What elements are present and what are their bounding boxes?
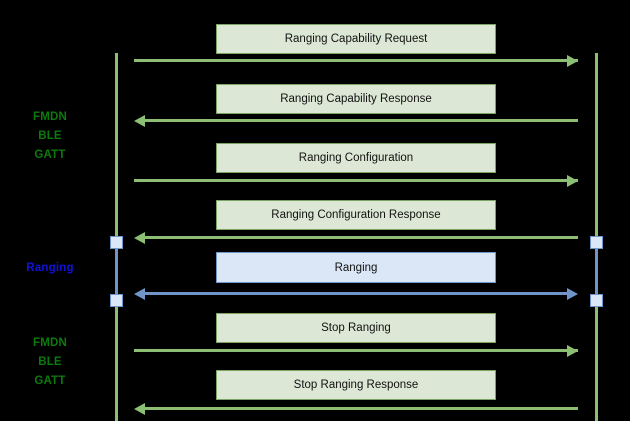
right-lifeline-blue-ranging [595,242,598,306]
activation-marker-right-ranging-end [590,294,603,307]
message-box-ranging-configuration-response: Ranging Configuration Response [216,200,496,230]
message-box-stop-ranging-response: Stop Ranging Response [216,370,496,400]
message-box-ranging-capability-response: Ranging Capability Response [216,84,496,114]
phase-label-fmdn-ble-gatt-top: FMDN BLE GATT [32,111,67,161]
message-label: Ranging Configuration Response [271,209,441,221]
message-arrow-stop-ranging-response [144,407,578,410]
message-arrow-ranging-configuration-response [144,236,578,239]
message-box-ranging-configuration: Ranging Configuration [216,143,496,173]
right-lifeline-green-upper [595,53,598,242]
message-arrow-ranging-capability-request [134,59,578,62]
message-label: Stop Ranging Response [293,379,419,391]
message-arrow-ranging-configuration [134,179,578,182]
activation-marker-left-ranging-start [110,236,123,249]
right-lifeline-green-lower [595,306,598,421]
left-lifeline-green-lower [115,306,118,421]
message-arrow-ranging-bidirectional [144,292,568,295]
message-label: Ranging Capability Response [280,93,432,105]
arrow-head-right-icon [567,174,578,187]
message-box-stop-ranging: Stop Ranging [216,313,496,343]
activation-marker-right-ranging-start [590,236,603,249]
arrow-head-right-icon [567,54,578,67]
arrow-head-left-icon [134,287,145,300]
message-arrow-stop-ranging [134,349,578,352]
arrow-head-left-icon [134,114,145,127]
message-label: Ranging Configuration [298,152,414,164]
message-label: Ranging Capability Request [284,33,428,45]
phase-label-fmdn-ble-gatt-bottom: FMDN BLE GATT [32,337,67,387]
arrow-head-right-icon [567,344,578,357]
message-label: Ranging [334,261,378,274]
arrow-head-left-icon [134,402,145,415]
left-lifeline-green-upper [115,53,118,242]
message-box-ranging-capability-request: Ranging Capability Request [216,24,496,54]
arrow-head-left-icon [134,231,145,244]
message-arrow-ranging-capability-response [144,119,578,122]
activation-marker-left-ranging-end [110,294,123,307]
phase-label-ranging: Ranging [26,262,74,274]
arrow-head-right-icon [567,287,578,300]
message-label: Stop Ranging [321,322,391,334]
left-lifeline-blue-ranging [115,242,118,306]
message-box-ranging: Ranging [216,252,496,283]
